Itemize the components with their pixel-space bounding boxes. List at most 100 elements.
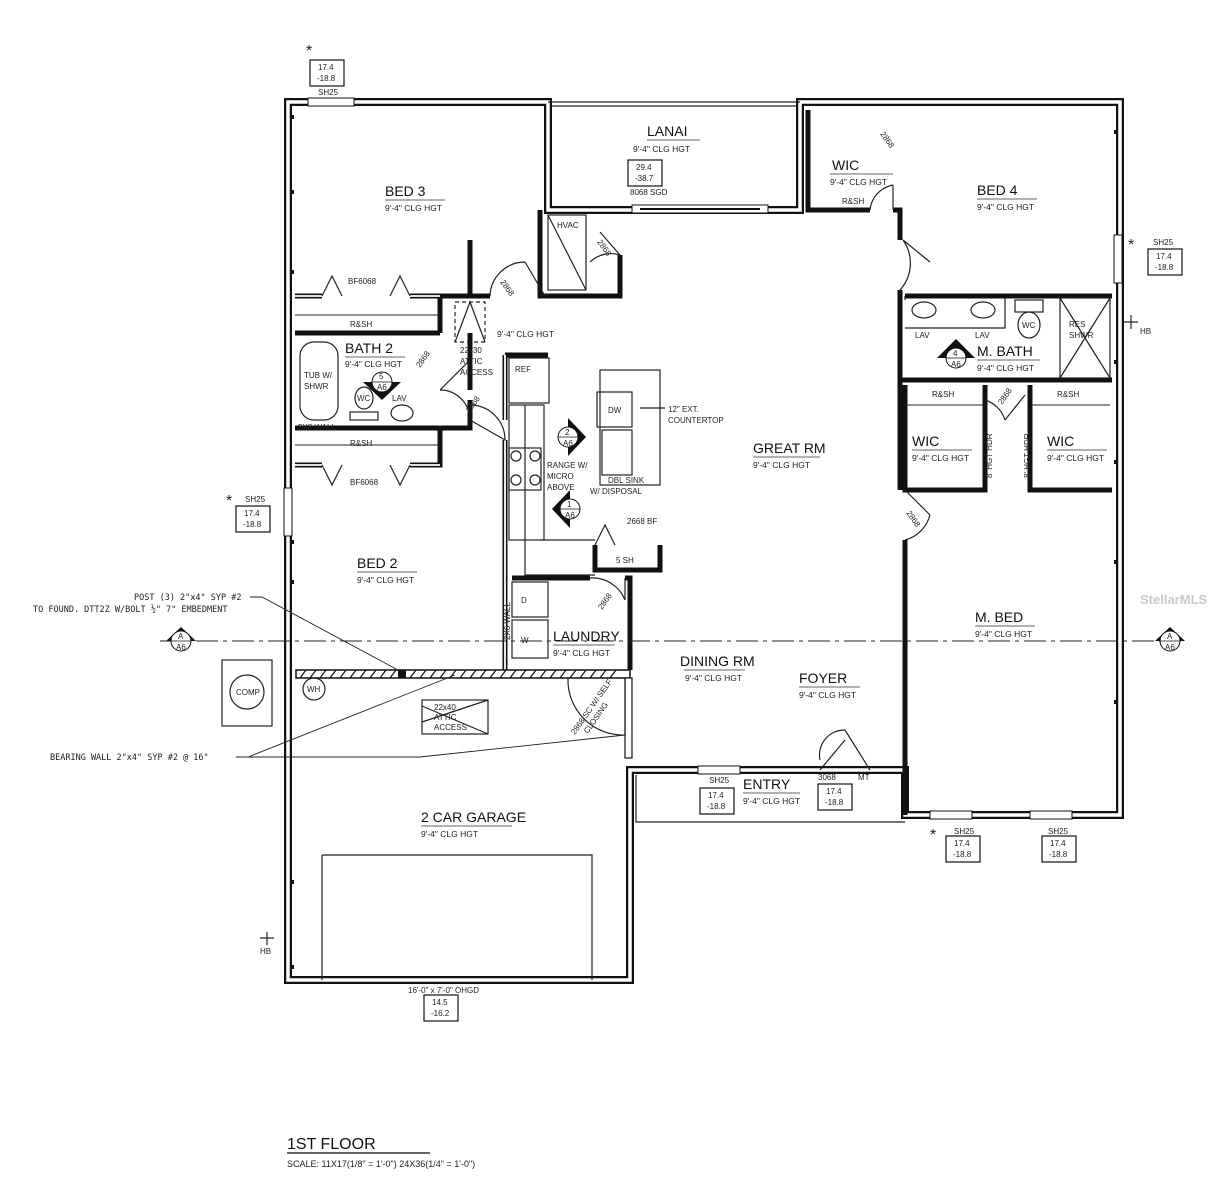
closet-shelves bbox=[295, 314, 1110, 446]
room-name: BATH 2 bbox=[345, 340, 393, 356]
shelf-label: 5 SH bbox=[616, 556, 634, 565]
svg-text:A6: A6 bbox=[377, 383, 387, 392]
shelf-label: R&SH bbox=[842, 197, 864, 206]
countertop-label: 12" EXT.COUNTERTOP bbox=[668, 405, 724, 425]
ceiling-height: 9'-4" CLG HGT bbox=[345, 359, 402, 369]
elevation-marker-1: 1A6 bbox=[552, 490, 581, 528]
svg-text:A6: A6 bbox=[565, 511, 575, 520]
svg-text:A6: A6 bbox=[951, 360, 961, 369]
svg-text:17.4: 17.4 bbox=[1156, 252, 1172, 261]
door-label: 2868 bbox=[878, 130, 896, 150]
room-name: WIC bbox=[912, 433, 939, 449]
svg-text:17.4: 17.4 bbox=[1050, 839, 1066, 848]
leader-lines bbox=[160, 596, 1180, 758]
lav-label: LAV bbox=[915, 331, 930, 340]
svg-text:*: * bbox=[306, 43, 312, 60]
garage-door-label: 16'-0" x 7'-0" OHGD bbox=[408, 986, 479, 995]
svg-text:4: 4 bbox=[953, 349, 958, 358]
room-name: M. BED bbox=[975, 609, 1023, 625]
elevation-marker-5: 5A6 bbox=[363, 371, 401, 400]
hall-ceiling-height: 9'-4" CLG HGT bbox=[497, 329, 554, 339]
hose-bib-icon bbox=[260, 932, 274, 945]
svg-text:17.4: 17.4 bbox=[244, 509, 260, 518]
room-bath2: BATH 2 9'-4" CLG HGT bbox=[345, 340, 405, 369]
dryer-label: D bbox=[521, 596, 527, 605]
window-tag: 29.4-38.7 bbox=[627, 159, 663, 187]
door-label: 2868 bbox=[498, 278, 516, 298]
window-label: SH25 bbox=[318, 88, 339, 97]
ceiling-height: 9'-4" CLG HGT bbox=[977, 363, 1034, 373]
window-tags: 17.4-18.8 29.4-38.7 17.4-18.8 17.4-18.8 … bbox=[235, 59, 1183, 1022]
window-tag: 17.4-18.8 bbox=[699, 787, 735, 815]
compressor-label: COMP bbox=[236, 688, 260, 697]
svg-text:A6: A6 bbox=[563, 439, 573, 448]
door-swings bbox=[439, 184, 1026, 771]
hose-bib-icon bbox=[1124, 315, 1138, 329]
tub-label: TUB W/SHWR bbox=[304, 371, 333, 391]
svg-text:*: * bbox=[930, 827, 936, 844]
wall-label: 2X6 WALL bbox=[503, 602, 512, 640]
room-lanai: LANAI 9'-4" CLG HGT bbox=[633, 123, 700, 154]
svg-text:-18.8: -18.8 bbox=[1155, 263, 1174, 272]
section-marker-right: AA6 bbox=[1155, 627, 1185, 652]
svg-text:-38.7: -38.7 bbox=[635, 174, 654, 183]
ceiling-height: 9'-4" CLG HGT bbox=[633, 144, 690, 154]
wall-label: 2X8 WALL bbox=[298, 423, 336, 432]
ceiling-height: 9'-4" CLG HGT bbox=[912, 453, 969, 463]
window-label: SH25 bbox=[709, 776, 730, 785]
room-wic-right: WIC 9'-4" CLG HGT bbox=[1047, 433, 1107, 463]
window-tag: 14.5-16.2 bbox=[423, 994, 459, 1022]
room-laundry: LAUNDRY 9'-4" CLG HGT bbox=[553, 628, 620, 658]
ceiling-height: 9'-4" CLG HGT bbox=[977, 202, 1034, 212]
header-label: 8' HGT HDR bbox=[1023, 433, 1032, 478]
svg-text:5: 5 bbox=[379, 372, 384, 381]
title-text: 1ST FLOOR bbox=[287, 1136, 376, 1153]
room-name: WIC bbox=[832, 157, 859, 173]
room-great: GREAT RM 9'-4" CLG HGT bbox=[753, 440, 826, 470]
dw-label: DW bbox=[608, 406, 622, 415]
room-name: DINING RM bbox=[680, 653, 755, 669]
ceiling-height: 9'-4" CLG HGT bbox=[830, 177, 887, 187]
svg-text:A: A bbox=[1167, 632, 1173, 641]
washer-label: W bbox=[521, 636, 529, 645]
room-name: BED 2 bbox=[357, 555, 398, 571]
svg-text:-18.8: -18.8 bbox=[317, 74, 336, 83]
door-label: 2868 bbox=[414, 349, 432, 369]
door-label: 2868 bbox=[996, 386, 1014, 406]
room-entry: ENTRY 9'-4" CLG HGT bbox=[743, 776, 800, 806]
svg-text:1: 1 bbox=[567, 500, 572, 509]
room-name: 2 CAR GARAGE bbox=[421, 809, 526, 825]
ceiling-height: 9'-4" CLG HGT bbox=[385, 203, 442, 213]
shelf-label: R&SH bbox=[932, 390, 954, 399]
wall-posts bbox=[290, 115, 1118, 969]
svg-text:17.4: 17.4 bbox=[954, 839, 970, 848]
room-name: WIC bbox=[1047, 433, 1074, 449]
room-bed3: BED 3 9'-4" CLG HGT bbox=[385, 183, 445, 213]
window-label: SH25 bbox=[1048, 827, 1069, 836]
room-foyer: FOYER 9'-4" CLG HGT bbox=[799, 670, 860, 700]
lav-label: LAV bbox=[975, 331, 990, 340]
door-label: 3068 bbox=[818, 773, 836, 782]
room-name: FOYER bbox=[799, 670, 847, 686]
ceiling-height: 9'-4" CLG HGT bbox=[743, 796, 800, 806]
room-bed4: BED 4 9'-4" CLG HGT bbox=[977, 182, 1037, 212]
svg-text:-18.8: -18.8 bbox=[825, 798, 844, 807]
room-wic-top: WIC 9'-4" CLG HGT R&SH bbox=[830, 157, 893, 206]
water-heater-label: WH bbox=[307, 685, 321, 694]
room-dining: DINING RM 9'-4" CLG HGT bbox=[680, 653, 755, 683]
door-label: 2668 BF bbox=[627, 517, 657, 526]
window-tag: 17.4-18.8 bbox=[945, 835, 981, 863]
hose-bib-label: HB bbox=[260, 947, 271, 956]
ceiling-height: 9'-4" CLG HGT bbox=[753, 460, 810, 470]
room-name: GREAT RM bbox=[753, 440, 826, 456]
ceiling-height: 9'-4" CLG HGT bbox=[685, 673, 742, 683]
wc-label: WC bbox=[357, 394, 371, 403]
lav-label: LAV bbox=[392, 394, 407, 403]
hose-bib-label: HB bbox=[1140, 327, 1151, 336]
